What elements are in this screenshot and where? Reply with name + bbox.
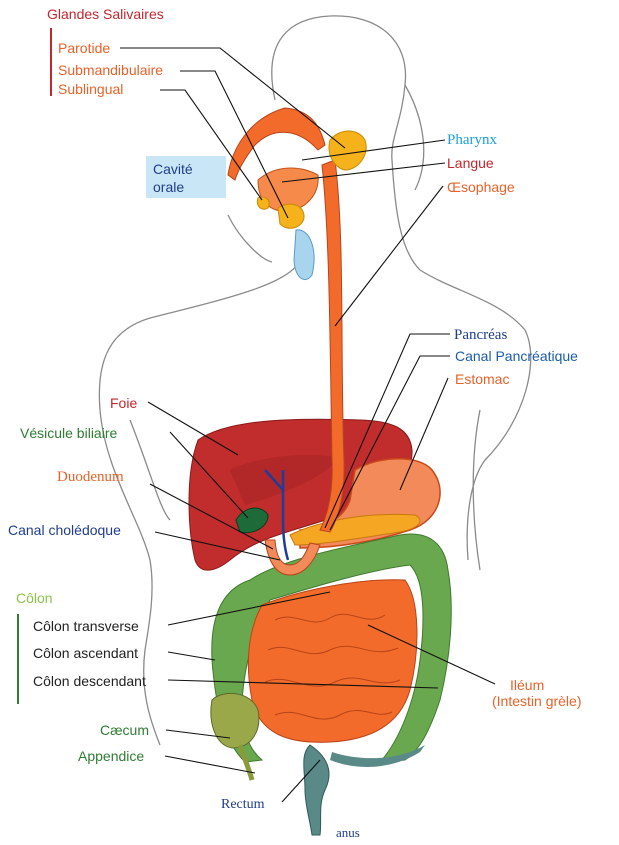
caecum-shape (210, 692, 260, 749)
label-caecum: Cæcum (100, 722, 149, 738)
label-estomac: Estomac (455, 371, 509, 387)
label-foie: Foie (110, 395, 137, 411)
label-submandibulaire: Submandibulaire (58, 62, 163, 78)
esophagus-shape (319, 159, 345, 533)
label-ileum: Iléum (510, 677, 544, 693)
bile-duct (264, 469, 290, 561)
label-pharynx: Pharynx (447, 132, 497, 148)
body-outline (98, 15, 532, 746)
label-duodenum: Duodenum (57, 469, 124, 485)
label-canal-choledoque: Canal cholédoque (8, 522, 121, 538)
label-parotide: Parotide (58, 40, 110, 56)
label-colon-transverse: Côlon transverse (33, 618, 139, 634)
rectum-shape (303, 744, 330, 836)
label-colon-descendant: Côlon descendant (33, 673, 146, 689)
cavite-orale-box (146, 156, 226, 198)
colon-shape (211, 533, 452, 763)
sigmoid-shape (330, 745, 425, 767)
leader-lines (120, 47, 496, 803)
submandibular-gland (277, 203, 305, 229)
label-appendice: Appendice (78, 748, 144, 764)
small-intestine-shape (247, 579, 418, 743)
label-colon: Côlon (16, 590, 53, 606)
label-langue: Langue (447, 155, 494, 171)
appendix-shape (237, 744, 255, 781)
label-ileum-sub: (Intestin grèle) (492, 693, 581, 709)
label-canal-pancreatique: Canal Pancréatique (455, 348, 578, 364)
label-colon-ascendant: Côlon ascendant (33, 645, 138, 661)
label-orale: orale (153, 179, 184, 195)
palate-shape (227, 107, 326, 181)
liver-shadow (230, 455, 340, 505)
label-pancreas: Pancréas (454, 327, 507, 343)
label-rectum: Rectum (221, 797, 265, 812)
duodenum-shape (264, 539, 321, 576)
parotid-gland (328, 130, 367, 171)
small-intestine-loops (264, 613, 401, 720)
pancreas-shape (289, 513, 421, 546)
label-oesophage: Œsophage (447, 179, 515, 195)
label-cavite: Cavité (153, 161, 193, 177)
sublingual-gland (256, 196, 270, 210)
label-glandes-salivaires: Glandes Salivaires (47, 6, 164, 22)
pharynx-shape (293, 229, 315, 280)
label-anus: anus (336, 825, 360, 840)
label-sublingual: Sublingual (58, 81, 123, 97)
label-vesicule-biliaire: Vésicule biliaire (20, 425, 117, 441)
